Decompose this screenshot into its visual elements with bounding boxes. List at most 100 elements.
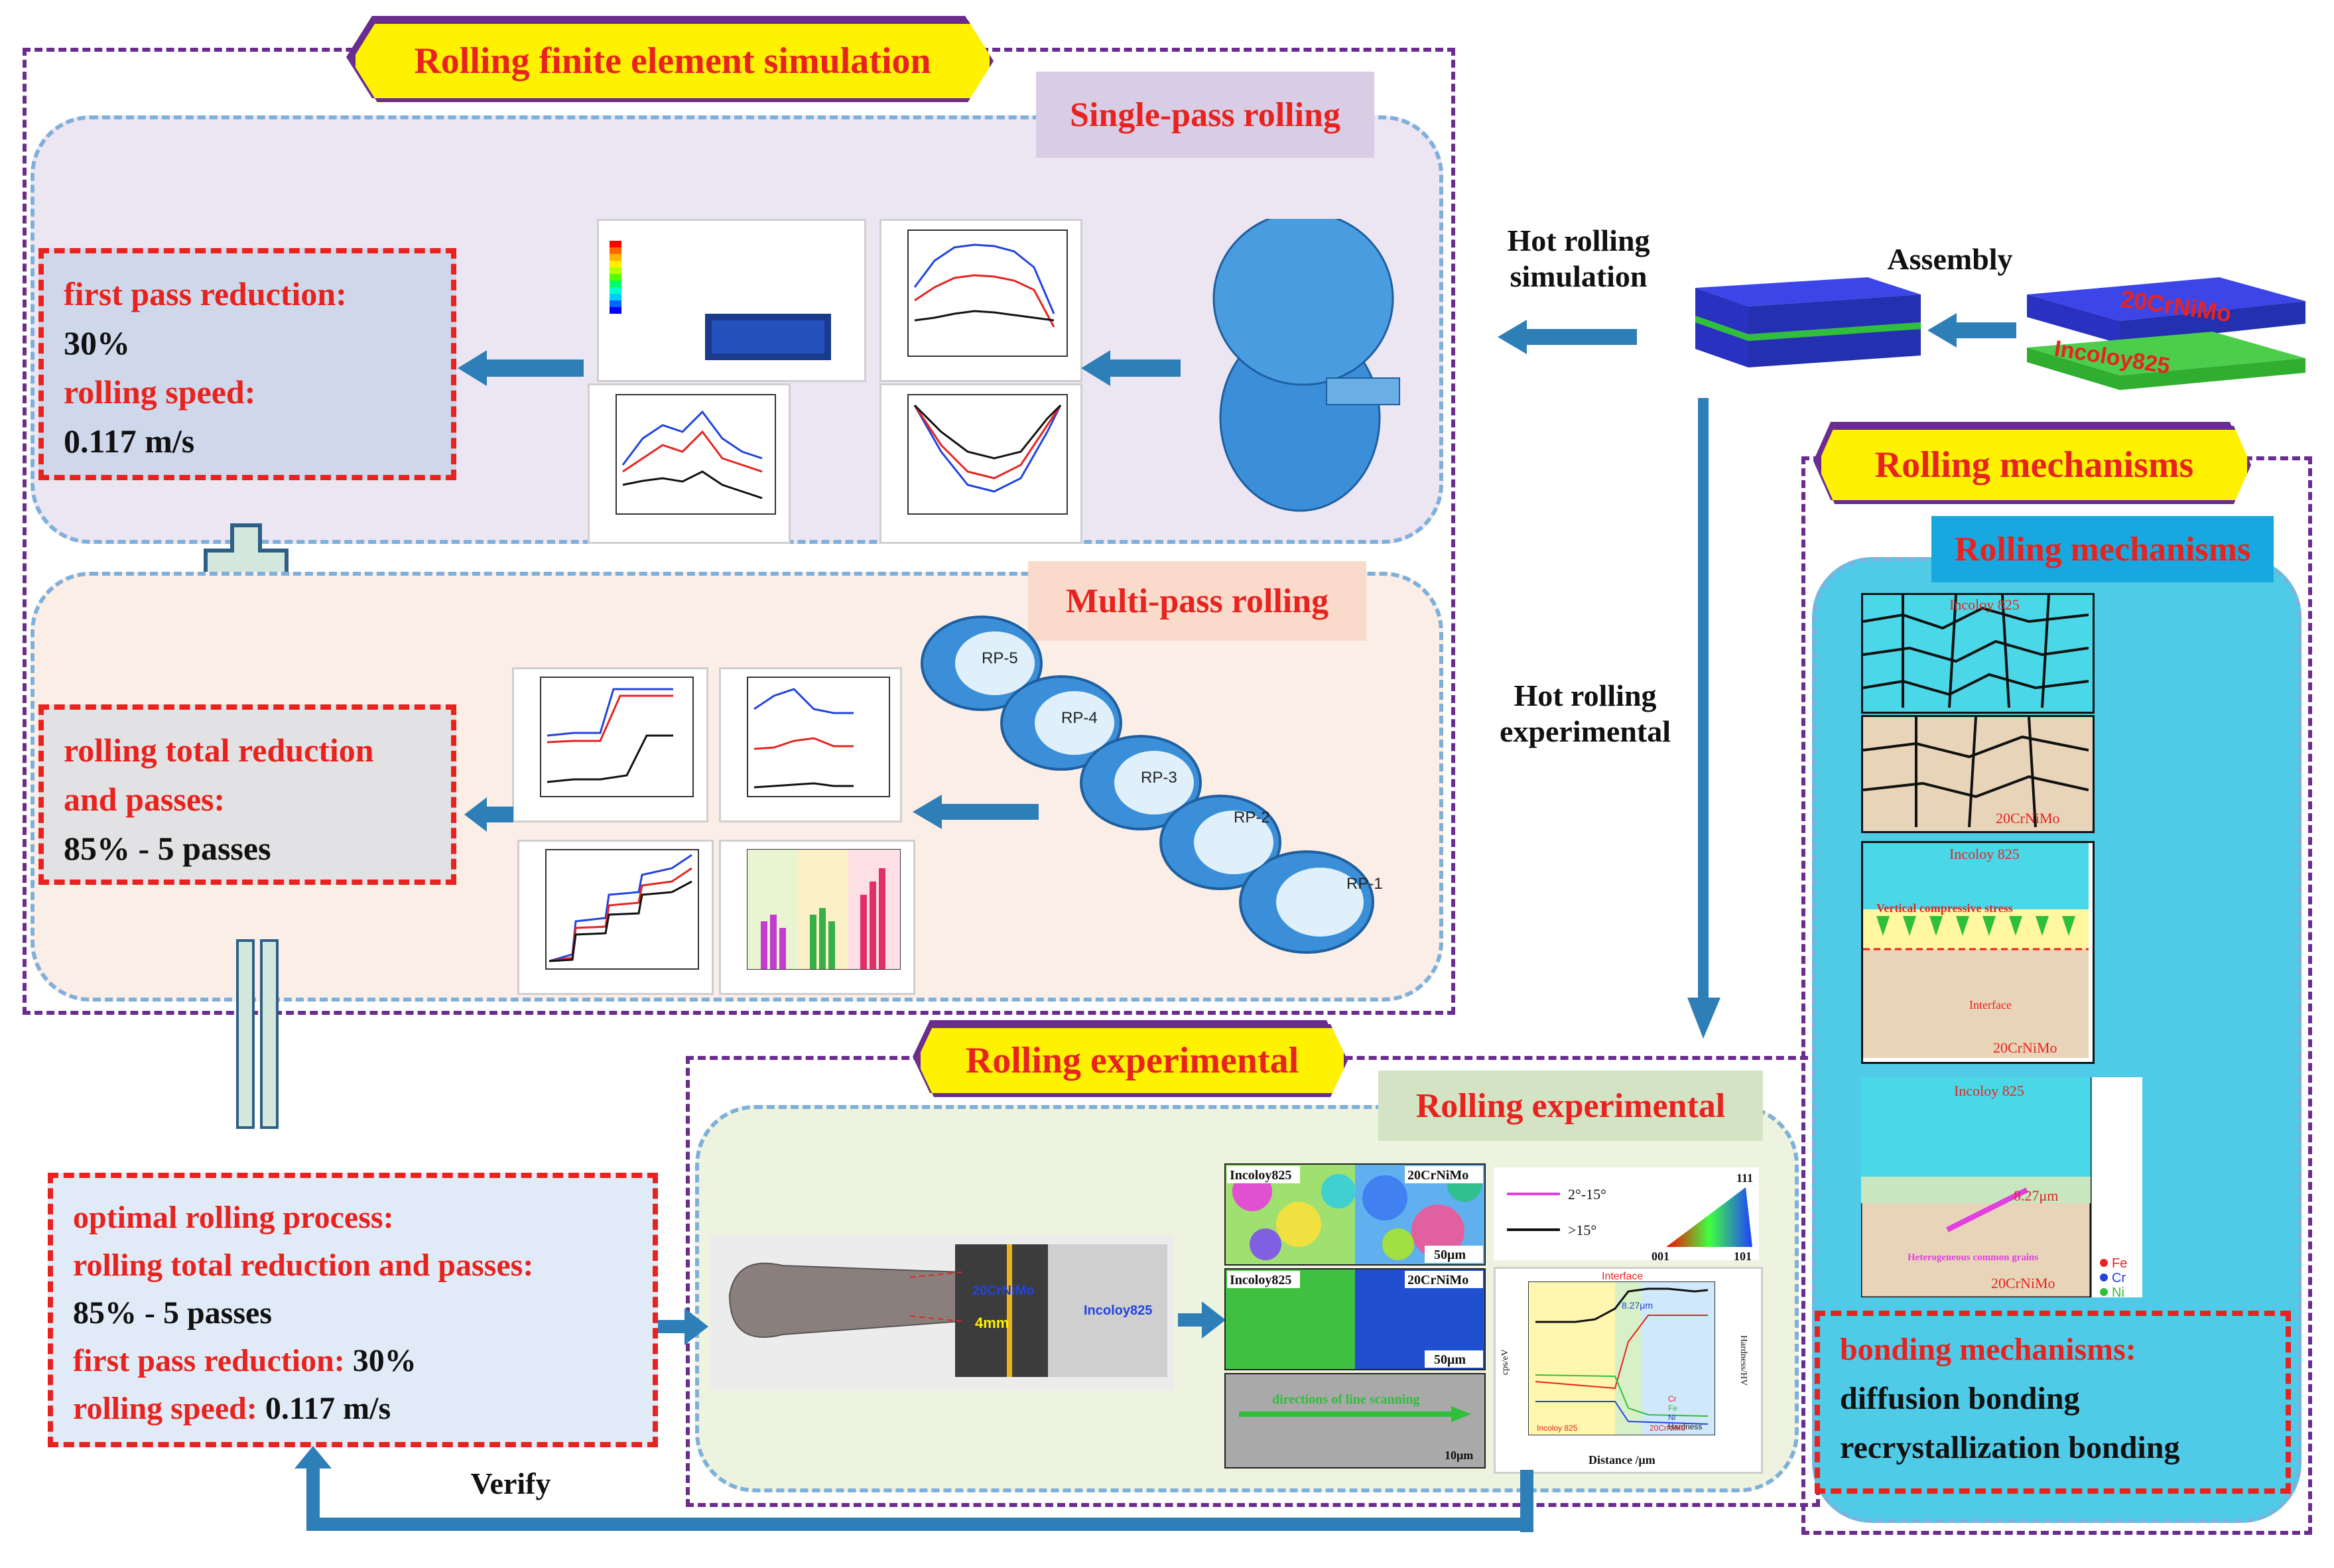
sample-4mm: 4mm	[975, 1315, 1009, 1331]
sem-scale: 10μm	[1445, 1449, 1473, 1462]
optimal-process-box: optimal rolling process: rolling total r…	[48, 1173, 658, 1447]
micro-compression: Incoloy 825 Vertical compressive stress …	[1861, 841, 2095, 1064]
total-reduction-value: 85% - 5 passes	[64, 830, 271, 867]
arrow-to-experimental	[1687, 398, 1720, 1039]
strain-difference-chart	[879, 219, 1082, 382]
ebsd-bottom-right: 20CrNiMo	[1407, 1273, 1468, 1287]
stress-thickness-chart	[588, 383, 791, 544]
linescan-chart: Interface 8.27μm Distance /μm cps/eV Har…	[1494, 1267, 1763, 1474]
experimental-title: Rolling experimental	[917, 1024, 1348, 1097]
vertical-stress-chart	[879, 383, 1082, 544]
legend-fe: Fe	[2112, 1256, 2127, 1271]
first-pass-value: 30%	[64, 324, 130, 361]
ebsd-bottom-scale: 50μm	[1434, 1352, 1466, 1367]
micro1-inc: Incoloy 825	[1949, 596, 2020, 613]
vertical-stress-plot	[907, 394, 1068, 515]
sem-caption: directions of line scanning	[1272, 1392, 1419, 1407]
arrow-to-params-2	[464, 797, 513, 832]
sample-image: 4mm Incoloy825 20CrNiMo	[728, 1244, 1167, 1377]
ipf-101: 101	[1734, 1250, 1752, 1260]
sample-cr: 20CrNiMo	[972, 1283, 1034, 1298]
optimal-speed-label: rolling speed:	[73, 1391, 265, 1426]
ls-interface: Interface	[1602, 1271, 1643, 1282]
ls-series-hardness: Hardness	[1668, 1422, 1702, 1431]
linescan-plot: Interface 8.27μm Distance /μm cps/eV Har…	[1500, 1271, 1748, 1467]
arrow-to-charts-2	[913, 795, 1039, 829]
ls-region-right: 20CrNiMo	[1650, 1423, 1685, 1433]
multi-pass-rollers: RP-5 RP-4 RP-3 RP-2 RP-1	[921, 616, 1383, 954]
optimal-title: optimal rolling process:	[73, 1200, 394, 1235]
verify-loop-arrow	[294, 1446, 1533, 1532]
multi-pass-label: Multi-pass rolling	[1028, 561, 1366, 641]
assembly-label: Assembly	[1887, 242, 2013, 276]
micro-crnimo: 20CrNiMo	[1861, 715, 2095, 833]
micro-compression-image: Incoloy 825 Vertical compressive stress …	[1863, 843, 2089, 1058]
sem-picture: directions of line scanning 10μm	[1239, 1392, 1473, 1462]
optimal-first-pass-value: 30%	[352, 1343, 417, 1378]
strain-diff-plot	[907, 229, 1068, 357]
ipf-111: 111	[1736, 1171, 1753, 1185]
stress-contour-panel	[597, 219, 866, 382]
micro3-stress: Vertical compressive stress	[1876, 901, 2013, 915]
ls-ylabel-left: cps/eV	[1500, 1349, 1510, 1375]
ipf-001: 001	[1652, 1250, 1669, 1260]
rolled-sample-photo: 4mm Incoloy825 20CrNiMo	[710, 1235, 1174, 1390]
ls-series-ni: Ni	[1668, 1413, 1675, 1422]
ebsd-top-scale: 50μm	[1434, 1248, 1466, 1262]
legend-cr: Cr	[2112, 1271, 2126, 1285]
micro-diffusion-image: Incoloy 825 8.27μm Heterogeneous common …	[1861, 1077, 2127, 1297]
micro3-cr: 20CrNiMo	[1993, 1039, 2057, 1056]
optimal-first-pass-label: first pass reduction:	[73, 1343, 353, 1378]
eq-stress-plot	[540, 677, 694, 797]
roll-label-rp5: RP-5	[982, 649, 1018, 667]
hot-rolling-simulation-label: Hot rolling simulation	[1507, 224, 1650, 293]
ls-xlabel: Distance /μm	[1588, 1453, 1655, 1467]
arrow-to-simulation	[1498, 320, 1637, 354]
single-pass-params: first pass reduction: 30% rolling speed:…	[38, 248, 456, 480]
micro4-inc: Incoloy 825	[1954, 1082, 2024, 1099]
sem-image: directions of line scanning 10μm	[1224, 1373, 1486, 1469]
micro4-width: 8.27μm	[2014, 1187, 2058, 1204]
arrow-to-charts-1	[1081, 350, 1181, 386]
micro-incoloy: Incoloy 825	[1861, 593, 2095, 714]
ebsd-bottom-left: Incoloy825	[1230, 1273, 1291, 1287]
micro-incoloy-image: Incoloy 825	[1863, 595, 2089, 708]
contour-image	[610, 241, 831, 360]
equivalent-stress-chart	[512, 667, 708, 822]
hot-rolling-experimental-label: Hot rolling experimental	[1499, 679, 1671, 748]
bonding-mechanisms-box: bonding mechanisms: diffusion bonding re…	[1815, 1311, 2291, 1494]
separate-plates: 20CrNiMo Incoloy825	[2027, 277, 2305, 390]
micro4-grains: Heterogeneous common grains	[1908, 1252, 2038, 1263]
legend-ni: Ni	[2112, 1285, 2124, 1297]
multi-pass-params: rolling total reduction and passes: 85% …	[38, 704, 456, 885]
sample-inc: Incoloy825	[1084, 1303, 1152, 1318]
passes-label: and passes:	[64, 781, 226, 818]
micro2-cr: 20CrNiMo	[1996, 810, 2060, 826]
ls-ylabel-right: Hardness/HV	[1738, 1335, 1748, 1386]
eq-strain-plot	[747, 677, 890, 797]
ebsd-top-right: 20CrNiMo	[1407, 1168, 1468, 1183]
assembled-plate	[1695, 277, 1921, 367]
arrow-to-sample	[658, 1308, 708, 1345]
micro3-inc: Incoloy 825	[1949, 846, 2020, 862]
roll-label-rp4: RP-4	[1061, 709, 1098, 727]
equals-icon	[236, 939, 279, 1129]
legend-high-angle: >15°	[1568, 1222, 1596, 1238]
fe-simulation-title: Rolling finite element simulation	[352, 20, 994, 102]
roll-label-rp3: RP-3	[1141, 769, 1177, 787]
ebsd-top-left: Incoloy825	[1230, 1168, 1291, 1183]
verify-label: Verify	[470, 1467, 551, 1500]
roll-label-rp2: RP-2	[1234, 809, 1270, 826]
micro4-cr: 20CrNiMo	[1991, 1275, 2055, 1291]
ebsd-grain-image: Incoloy825 20CrNiMo 50μm	[1226, 1270, 1484, 1369]
roll-label-rp1: RP-1	[1346, 875, 1383, 893]
arrow-to-ebsd	[1178, 1301, 1226, 1339]
ls-series-fe: Fe	[1668, 1404, 1677, 1413]
mechanisms-sublabel: Rolling mechanisms	[1931, 516, 2274, 582]
experimental-sublabel: Rolling experimental	[1378, 1071, 1763, 1141]
pass-bar-chart	[719, 840, 915, 995]
arrow-to-params-1	[458, 350, 584, 386]
mechanisms-title: Rolling mechanisms	[1817, 426, 2251, 504]
rolling-speed-label: rolling speed:	[64, 373, 256, 411]
single-pass-rollers	[1212, 219, 1400, 512]
